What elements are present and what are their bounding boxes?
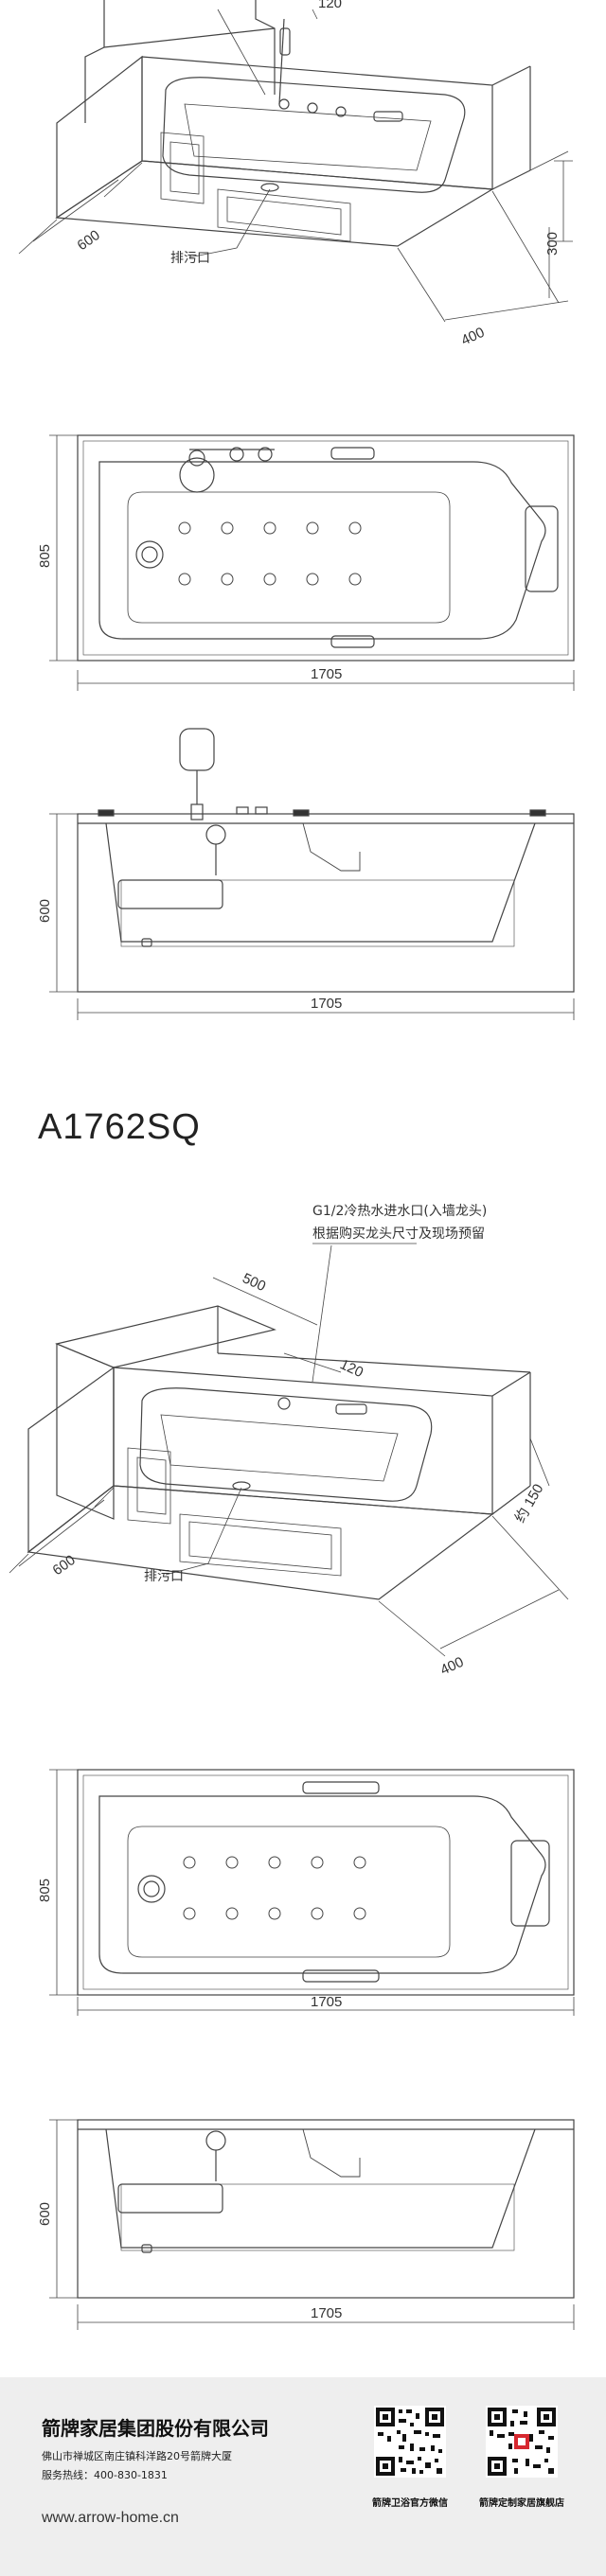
side-view-2: 600 1705 [0,2082,606,2347]
service-hotline: 服务热线：400-830-1831 [42,2469,168,2481]
iso2-dim-150: 约 150 [512,1481,547,1526]
iso1-dim-height: 300 [544,232,561,256]
plan2-height-label: 805 [37,1879,53,1902]
side-view-1: 600 1705 [0,710,606,1022]
side1-height-label: 600 [37,899,53,923]
model-title: A1762SQ [38,1107,201,1147]
iso1-drain-label: 排污口 [170,251,210,266]
plan1-height-label: 805 [37,544,53,568]
qr-code-icon [486,2406,558,2478]
iso2-note-line1: G1/2冷热水进水口(入墙龙头) [312,1204,487,1219]
iso1-dim-top: 120 [318,0,342,11]
side2-width-label: 1705 [311,2305,342,2321]
iso-drawing-1: 600 排污口 300 400 120 [0,0,606,379]
plan-view-2: 805 1705 [0,1741,606,2016]
website-link[interactable]: www.arrow-home.cn [42,2510,179,2526]
footer: 箭牌家居集团股份有限公司 佛山市禅城区南庄镇科洋路20号箭牌大厦 服务热线：40… [0,2377,606,2576]
iso1-dim-depth: 600 [75,227,103,254]
side2-height-label: 600 [37,2202,53,2226]
qr2-caption: 箭牌定制家居旗舰店 [479,2498,564,2509]
iso2-dim-offset: 400 [438,1654,467,1675]
iso2-dim-120: 120 [337,1356,365,1381]
plan1-width-label: 1705 [311,666,342,682]
plan-view-1: 805 1705 [0,416,606,691]
iso2-note-line2: 根据购买龙头尺寸及现场预留 [312,1226,485,1242]
company-address: 佛山市禅城区南庄镇科洋路20号箭牌大厦 [42,2450,232,2462]
iso1-dim-offset: 400 [459,325,488,349]
company-name: 箭牌家居集团股份有限公司 [42,2417,269,2440]
iso2-drain-label: 排污口 [144,1569,184,1584]
plan2-width-label: 1705 [311,1994,342,2010]
iso2-dim-500: 500 [240,1270,268,1295]
side1-width-label: 1705 [311,996,342,1012]
qr-code-icon [374,2406,446,2478]
iso-drawing-2: G1/2冷热水进水口(入墙龙头) 根据购买龙头尺寸及现场预留 排污口 500 1… [0,1202,606,1675]
qr1-caption: 箭牌卫浴官方微信 [372,2498,448,2509]
